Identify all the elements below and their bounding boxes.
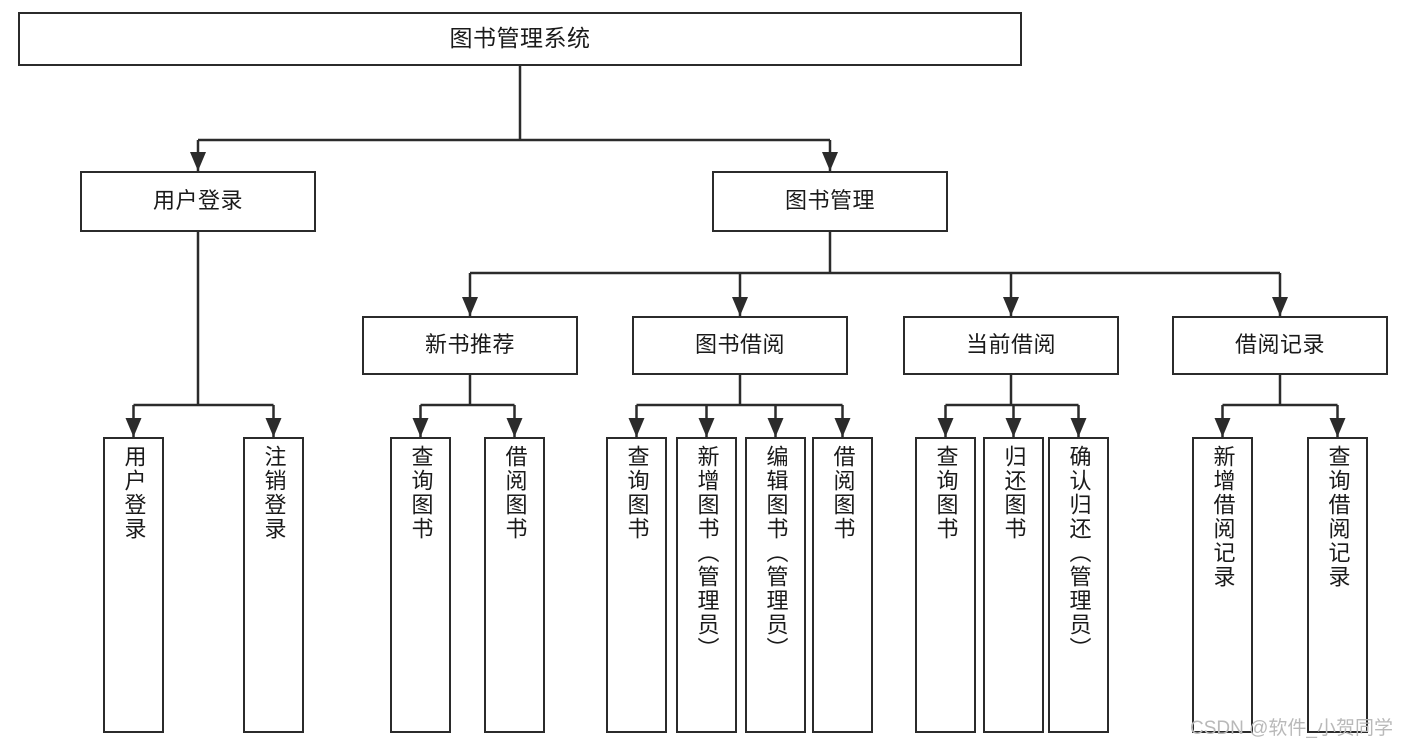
arrowhead-icon [506,418,523,437]
node-borrow[interactable]: 图书借阅 [632,316,848,375]
node-records[interactable]: 借阅记录 [1172,316,1388,375]
node-label: 查询图书 [933,445,959,541]
node-label: 查询图书 [408,445,434,541]
node-label: 新增图书（管理员） [694,445,720,661]
node-leaf-rc-query[interactable]: 查询借阅记录 [1307,437,1368,733]
node-leaf-bw-query[interactable]: 查询图书 [606,437,667,733]
node-bookmgmt[interactable]: 图书管理 [712,171,948,232]
node-label: 新书推荐 [424,332,515,358]
node-label: 查询借阅记录 [1325,445,1351,589]
node-label: 查询图书 [624,445,650,541]
arrowhead-icon [834,418,851,437]
node-label: 借阅图书 [830,445,856,541]
node-label: 图书管理系统 [449,25,591,52]
node-leaf-cu-return[interactable]: 归还图书 [983,437,1044,733]
arrowhead-icon [265,418,282,437]
node-leaf-rc-add[interactable]: 新增借阅记录 [1192,437,1253,733]
node-label: 新增借阅记录 [1210,445,1236,589]
arrowhead-icon [1329,418,1346,437]
node-leaf-nb-borrow[interactable]: 借阅图书 [484,437,545,733]
arrowhead-icon [1003,297,1019,316]
arrowhead-icon [1005,418,1022,437]
arrowhead-icon [767,418,784,437]
arrowhead-icon [1070,418,1087,437]
node-label: 用户登录 [121,445,147,541]
node-leaf-user-login[interactable]: 用户登录 [103,437,164,733]
node-label: 借阅图书 [502,445,528,541]
node-root[interactable]: 图书管理系统 [18,12,1022,66]
node-leaf-bw-add[interactable]: 新增图书（管理员） [676,437,737,733]
arrowhead-icon [1272,297,1288,316]
arrowhead-icon [125,418,142,437]
node-leaf-nb-query[interactable]: 查询图书 [390,437,451,733]
node-leaf-user-logout[interactable]: 注销登录 [243,437,304,733]
node-label: 编辑图书（管理员） [763,445,789,661]
node-current[interactable]: 当前借阅 [903,316,1119,375]
arrowhead-icon [190,152,206,171]
node-label: 用户登录 [152,188,243,214]
arrowhead-icon [822,152,838,171]
node-leaf-bw-edit[interactable]: 编辑图书（管理员） [745,437,806,733]
arrowhead-icon [1214,418,1231,437]
node-leaf-bw-borrow[interactable]: 借阅图书 [812,437,873,733]
node-login[interactable]: 用户登录 [80,171,316,232]
arrowhead-icon [628,418,645,437]
arrowhead-icon [462,297,478,316]
arrowhead-icon [698,418,715,437]
node-label: 当前借阅 [965,332,1056,358]
node-label: 确认归还（管理员） [1066,445,1092,661]
node-leaf-cu-query[interactable]: 查询图书 [915,437,976,733]
node-label: 借阅记录 [1234,332,1325,358]
node-newbook[interactable]: 新书推荐 [362,316,578,375]
arrowhead-icon [732,297,748,316]
arrowhead-icon [412,418,429,437]
node-label: 图书管理 [784,188,875,214]
node-label: 归还图书 [1001,445,1027,541]
node-leaf-cu-confirm[interactable]: 确认归还（管理员） [1048,437,1109,733]
arrowhead-icon [937,418,954,437]
node-label: 注销登录 [261,445,287,541]
node-label: 图书借阅 [694,332,785,358]
